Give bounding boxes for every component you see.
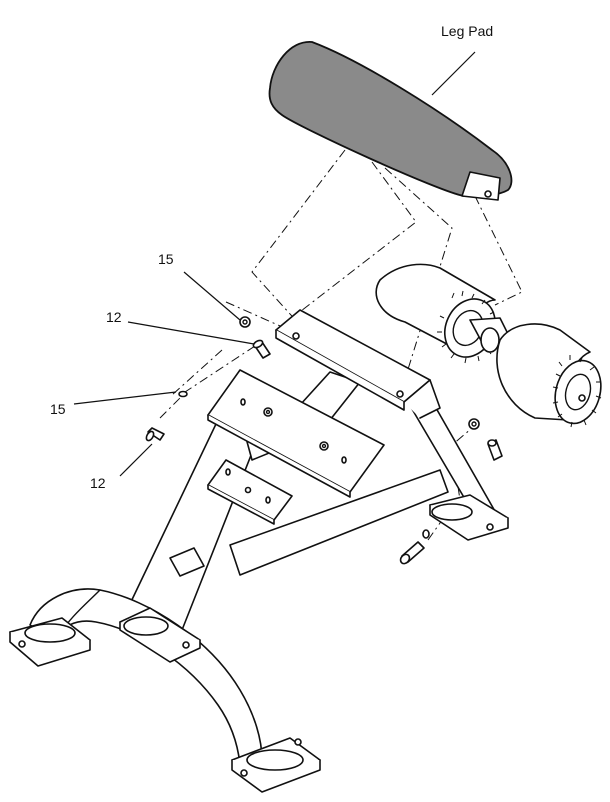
- label-leg-pad: Leg Pad: [441, 23, 493, 39]
- label-part-15-lower: 15: [50, 401, 66, 417]
- leader-leg-pad: [432, 52, 475, 95]
- label-part-15-upper: 15: [158, 251, 174, 267]
- leader-12-lower: [120, 444, 152, 476]
- label-part-12-lower: 12: [90, 475, 106, 491]
- bolt-right: [488, 440, 502, 460]
- washer-rear-foot: [423, 530, 429, 538]
- foot-rear-right: [430, 495, 508, 540]
- foam-roller-lower: [497, 324, 608, 429]
- leader-15-lower: [74, 392, 176, 404]
- washer-right: [469, 419, 479, 429]
- label-part-12-upper: 12: [106, 309, 122, 325]
- foot-front-left: [10, 618, 90, 666]
- leader-12-upper: [128, 322, 254, 344]
- bolt-lower-12: [145, 428, 164, 442]
- leg-pad: [270, 42, 512, 200]
- bolt-upper-12: [252, 339, 270, 358]
- bolt-rear-foot: [399, 542, 424, 565]
- washer-upper-15: [179, 392, 187, 397]
- leader-15-upper: [184, 272, 240, 320]
